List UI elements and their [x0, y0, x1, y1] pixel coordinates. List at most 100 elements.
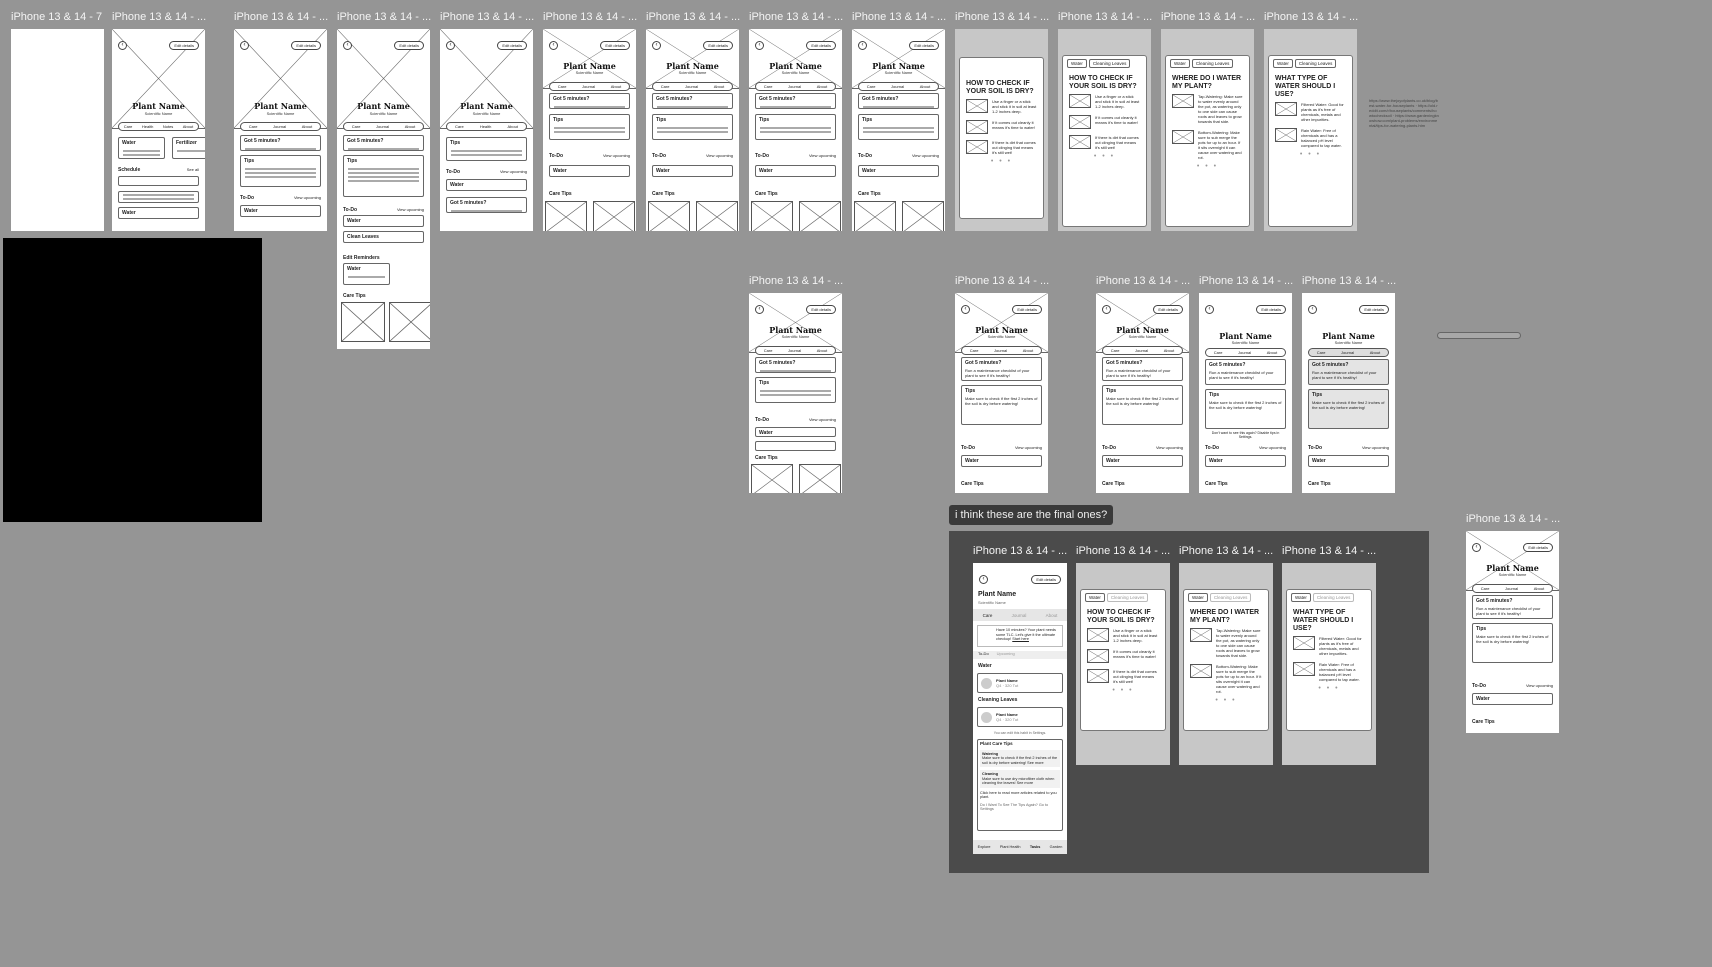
back-button[interactable]: ‹ [858, 41, 867, 50]
tab-health[interactable]: Health [141, 124, 154, 129]
tips-card[interactable]: Tips [240, 155, 321, 187]
back-button[interactable]: ‹ [118, 41, 127, 50]
got5-card[interactable]: Got 5 minutes? [858, 93, 939, 109]
back-button[interactable]: ‹ [1472, 543, 1481, 552]
water-todo-item[interactable]: Water [961, 455, 1042, 467]
pagination-dots[interactable]: • • • [990, 158, 1013, 165]
back-button[interactable]: ‹ [755, 41, 764, 50]
tab-notes[interactable]: Notes [162, 124, 174, 129]
edit-details-button[interactable]: Edit details [1153, 305, 1183, 314]
edit-details-button[interactable]: Edit details [806, 305, 836, 314]
tab-care[interactable]: Care [123, 124, 133, 129]
edit-details-button[interactable]: Edit details [169, 41, 199, 50]
pagination-dots[interactable]: • • • [1093, 153, 1116, 160]
care-tip-image[interactable] [389, 302, 430, 342]
tips-card[interactable]: Tips [549, 114, 630, 140]
tab-water[interactable]: Water [1067, 59, 1087, 68]
back-button[interactable]: ‹ [1308, 305, 1317, 314]
care-tip-image[interactable] [696, 201, 738, 231]
phone-frame-care[interactable]: ‹ Edit details Plant Name Scientific Nam… [749, 293, 842, 493]
start-here-link[interactable]: Start here [1012, 637, 1029, 641]
water-card[interactable]: Water [118, 137, 165, 159]
phone-frame-care-detailed[interactable]: ‹ Edit details Plant Name Scientific Nam… [1096, 293, 1189, 493]
edit-details-button[interactable]: Edit details [600, 41, 630, 50]
care-tip-image[interactable] [799, 201, 841, 231]
phone-frame-care-detailed[interactable]: ‹ Edit details Plant Name Scientific Nam… [1466, 531, 1559, 733]
care-tip-image[interactable] [902, 201, 944, 231]
see-all-link[interactable]: See all [186, 167, 199, 172]
got5-card[interactable]: Got 5 minutes? [240, 135, 321, 151]
back-button[interactable]: ‹ [755, 305, 764, 314]
got5-card[interactable]: Got 5 minutes?Run a maintenance checklis… [1205, 359, 1286, 385]
care-tip-image[interactable] [854, 201, 896, 231]
phone-frame-plant[interactable]: ‹ Edit details Plant Name Scientific Nam… [112, 29, 205, 231]
todo-item[interactable] [755, 441, 836, 451]
care-tip-image[interactable] [341, 302, 385, 342]
care-tip-image[interactable] [593, 201, 635, 231]
water-todo-item[interactable]: Water [446, 179, 527, 191]
edit-details-button[interactable]: Edit details [497, 41, 527, 50]
edit-details-button[interactable]: Edit details [1256, 305, 1286, 314]
back-button[interactable]: ‹ [549, 41, 558, 50]
care-tip-image[interactable] [545, 201, 587, 231]
back-button[interactable]: ‹ [1205, 305, 1214, 314]
care-tip-image[interactable] [648, 201, 690, 231]
care-tip-image[interactable] [799, 464, 841, 493]
clean-leaves-todo-item[interactable]: Clean Leaves [343, 231, 424, 243]
phone-frame-care[interactable]: ‹ Edit details Plant Name Scientific Nam… [543, 29, 636, 231]
water-todo-item[interactable]: Water [858, 165, 939, 177]
water-todo-item[interactable]: Water [1102, 455, 1183, 467]
water-todo-item[interactable]: Water [118, 207, 199, 219]
back-button[interactable]: ‹ [446, 41, 455, 50]
edit-details-button[interactable]: Edit details [806, 41, 836, 50]
phone-frame-care-detailed[interactable]: ‹ Edit details Plant Name Scientific Nam… [1302, 293, 1395, 493]
got5-card[interactable]: Got 5 minutes?Run a maintenance checklis… [961, 357, 1042, 381]
scroll-pill[interactable] [1437, 332, 1521, 339]
nav-plant-health[interactable]: Plant Health [999, 845, 1021, 849]
nav-garden[interactable]: Garden [1049, 845, 1063, 849]
phone-frame-modal[interactable]: HOW TO CHECK IF YOUR SOIL IS DRY? Use a … [955, 29, 1048, 231]
edit-details-button[interactable]: Edit details [909, 41, 939, 50]
pagination-dots[interactable]: • • • [1299, 151, 1322, 158]
phone-frame-care[interactable]: ‹ Edit details Plant Name Scientific Nam… [749, 29, 842, 231]
tips-card[interactable]: Tips [343, 155, 424, 197]
got5-card[interactable]: Got 5 minutes? [343, 135, 424, 151]
water-todo-item[interactable]: Water [652, 165, 733, 177]
tab-about[interactable]: About [1045, 612, 1058, 618]
phone-frame-blank[interactable] [11, 29, 104, 231]
fertilizer-card[interactable]: Fertilizer [172, 137, 205, 159]
edit-details-button[interactable]: Edit details [1523, 543, 1553, 552]
nav-explore[interactable]: Explore [977, 845, 991, 849]
back-button[interactable]: ‹ [652, 41, 661, 50]
care-tip-image[interactable] [751, 464, 793, 493]
back-button[interactable]: ‹ [1102, 305, 1111, 314]
water-todo-item[interactable]: Water [755, 165, 836, 177]
phone-frame-care-detailed[interactable]: ‹ Edit details Plant Name Scientific Nam… [1199, 293, 1292, 493]
water-todo-item[interactable]: Water [1308, 455, 1389, 467]
